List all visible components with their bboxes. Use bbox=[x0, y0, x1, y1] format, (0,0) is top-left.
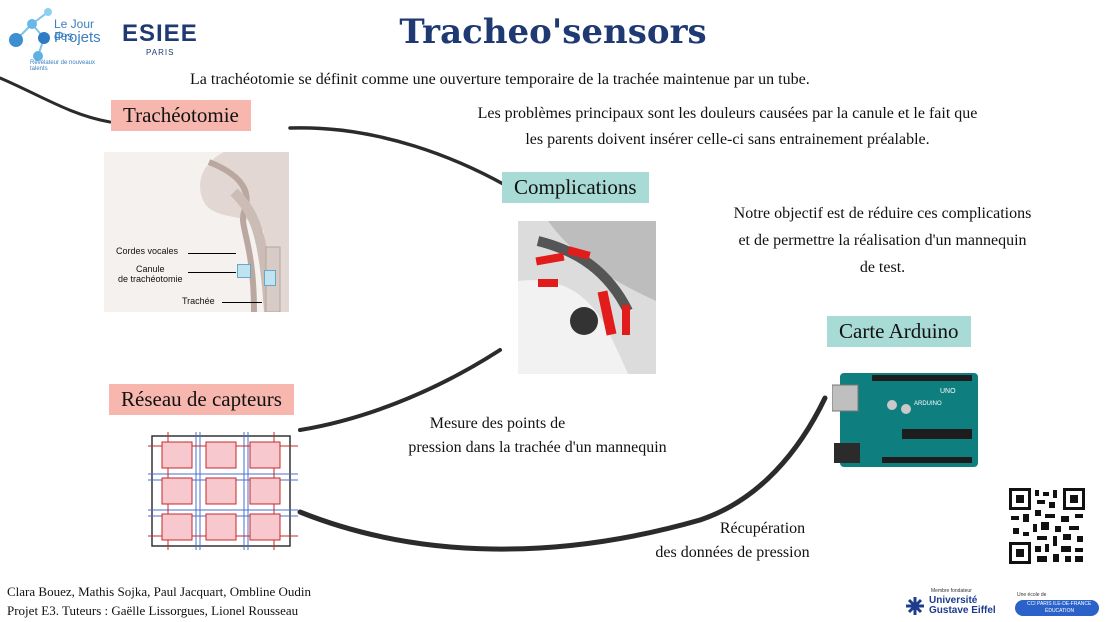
curve-complications-to-reseau bbox=[298, 348, 502, 432]
qr-code-icon bbox=[1009, 488, 1085, 564]
goal-text: Notre objectif est de réduire ces compli… bbox=[690, 200, 1075, 281]
goal-line1: Notre objectif est de réduire ces compli… bbox=[733, 205, 1032, 222]
arduino-board-image: UNO ARDUINO bbox=[831, 365, 980, 470]
label-tracheotomie: Trachéotomie bbox=[111, 100, 251, 131]
cci-small: Une école de bbox=[1017, 592, 1047, 598]
anatomy-label-cordes: Cordes vocales bbox=[116, 246, 179, 256]
goal-line3: de test. bbox=[859, 259, 906, 276]
head-neck-drawing bbox=[200, 152, 289, 312]
arduino-uno-text: UNO bbox=[940, 388, 956, 395]
cci-line1: CCI PARIS ILE-DE-FRANCE bbox=[1027, 601, 1092, 607]
ugeiffel-star-icon bbox=[906, 597, 924, 615]
anatomy-label-canule-2: de trachéotomie bbox=[118, 274, 183, 284]
caption-recuperation: Récupération des données de pression bbox=[625, 517, 840, 565]
complications-image bbox=[518, 221, 656, 374]
anatomy-label-canule-1: Canule bbox=[136, 264, 165, 274]
label-complications: Complications bbox=[502, 172, 649, 203]
footer-tutors: Projet E3. Tuteurs : Gaëlle Lissorgues, … bbox=[7, 603, 299, 618]
label-carte-arduino: Carte Arduino bbox=[827, 316, 971, 347]
goal-line2: et de permettre la réalisation d'un mann… bbox=[738, 232, 1027, 249]
cci-logo: Une école de CCI PARIS ILE-DE-FRANCE ÉDU… bbox=[1015, 592, 1100, 618]
sensor-grid-drawing bbox=[148, 432, 298, 550]
sensor-grid bbox=[148, 432, 298, 550]
label-reseau-capteurs: Réseau de capteurs bbox=[109, 384, 294, 415]
caption-mesure: Mesure des points de pression dans la tr… bbox=[365, 412, 710, 460]
esiee-logo: ESIEE bbox=[122, 20, 198, 47]
problem-line1: Les problèmes principaux sont les douleu… bbox=[477, 105, 978, 122]
caption-recup-line2: des données de pression bbox=[655, 544, 810, 561]
anatomy-illustration: Cordes vocales Canule de trachéotomie Tr… bbox=[104, 152, 289, 312]
esiee-logo-sub: PARIS bbox=[146, 48, 175, 57]
jour-des-projets-logo: Le Jour des Projets Révélateur de nouvea… bbox=[4, 4, 114, 72]
qr-code[interactable] bbox=[1009, 488, 1085, 564]
caption-mesure-line2: pression dans la trachée d'un mannequin bbox=[408, 439, 667, 456]
arrow-line-trachee bbox=[222, 302, 262, 303]
ugeiffel-line1: Université bbox=[929, 595, 978, 606]
jdp-line2: Projets bbox=[54, 29, 101, 46]
curve-bottom-swoosh bbox=[297, 395, 828, 552]
caption-mesure-line1: Mesure des points de bbox=[429, 415, 566, 432]
ugeiffel-line2: Gustave Eiffel bbox=[929, 605, 996, 616]
arduino-brand-text: ARDUINO bbox=[914, 401, 942, 407]
canule-marker-icon bbox=[237, 264, 251, 278]
molecule-icon bbox=[9, 8, 52, 61]
problem-text: Les problèmes principaux sont les douleu… bbox=[400, 101, 1055, 153]
anatomy-label-trachee: Trachée bbox=[182, 296, 215, 306]
canule-tube-icon bbox=[264, 270, 276, 286]
arrow-line-canule bbox=[188, 272, 236, 273]
ugeiffel-small: Membre fondateur bbox=[931, 588, 972, 594]
cci-badge: CCI PARIS ILE-DE-FRANCE ÉDUCATION bbox=[1015, 600, 1099, 616]
curve-tracheo-to-complications bbox=[288, 126, 507, 187]
jdp-line1: Le Jour des bbox=[54, 17, 95, 43]
ugeiffel-logo: Membre fondateur Université Gustave Eiff… bbox=[905, 588, 1000, 618]
complications-drawing bbox=[518, 221, 656, 374]
curve-top-left bbox=[0, 76, 112, 124]
arrow-line-cordes bbox=[188, 253, 236, 254]
caption-recup-line1: Récupération bbox=[719, 520, 806, 537]
definition-text: La trachéotomie se définit comme une ouv… bbox=[190, 71, 810, 88]
arduino-board-drawing bbox=[831, 373, 978, 467]
page-title: Tracheo'sensors bbox=[399, 12, 707, 52]
anatomy-label-canule: Canule de trachéotomie bbox=[118, 264, 183, 284]
problem-line2: les parents doivent insérer celle-ci san… bbox=[525, 131, 930, 148]
cci-line2: ÉDUCATION bbox=[1045, 608, 1075, 614]
footer-authors: Clara Bouez, Mathis Sojka, Paul Jacquart… bbox=[7, 584, 312, 599]
jdp-tagline: Révélateur de nouveaux talents bbox=[30, 60, 96, 72]
